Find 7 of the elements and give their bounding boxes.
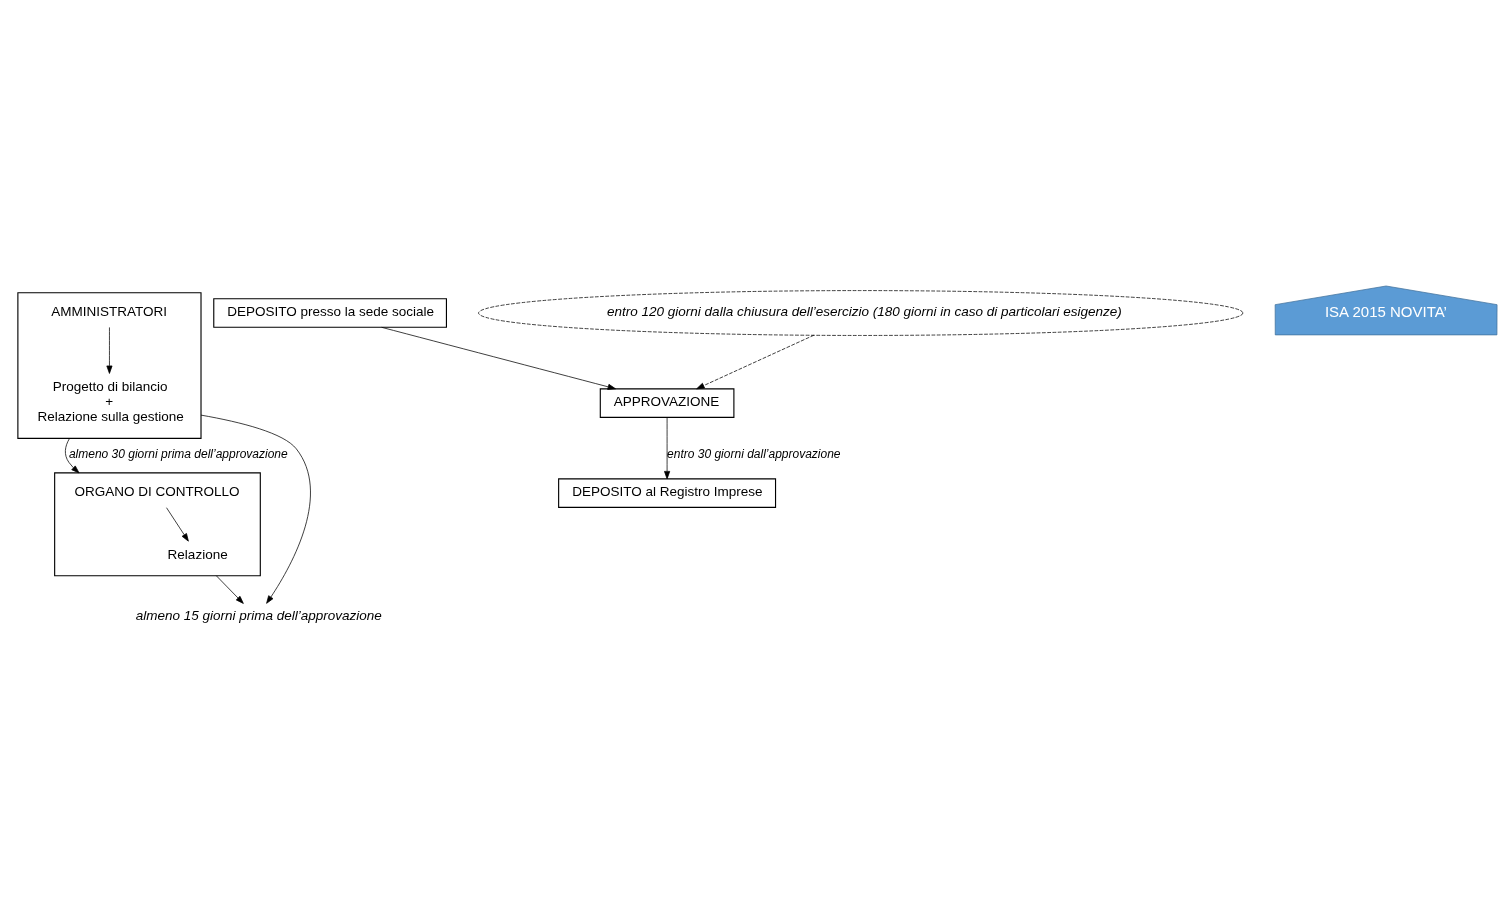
edge-label: entro 30 giorni dall’approvazione (667, 446, 841, 461)
node-text: Relazione (167, 546, 228, 562)
node-text: AMMINISTRATORI (51, 304, 168, 320)
node-text: ORGANO DI CONTROLLO (74, 484, 240, 500)
node-text: Progetto di bilancio + Relazione sulla gestione (37, 379, 184, 425)
edge-label: almeno 30 giorni prima dell’approvazione (68, 446, 288, 461)
node-text: almeno 15 giorni prima dell’approvazione (135, 608, 382, 624)
